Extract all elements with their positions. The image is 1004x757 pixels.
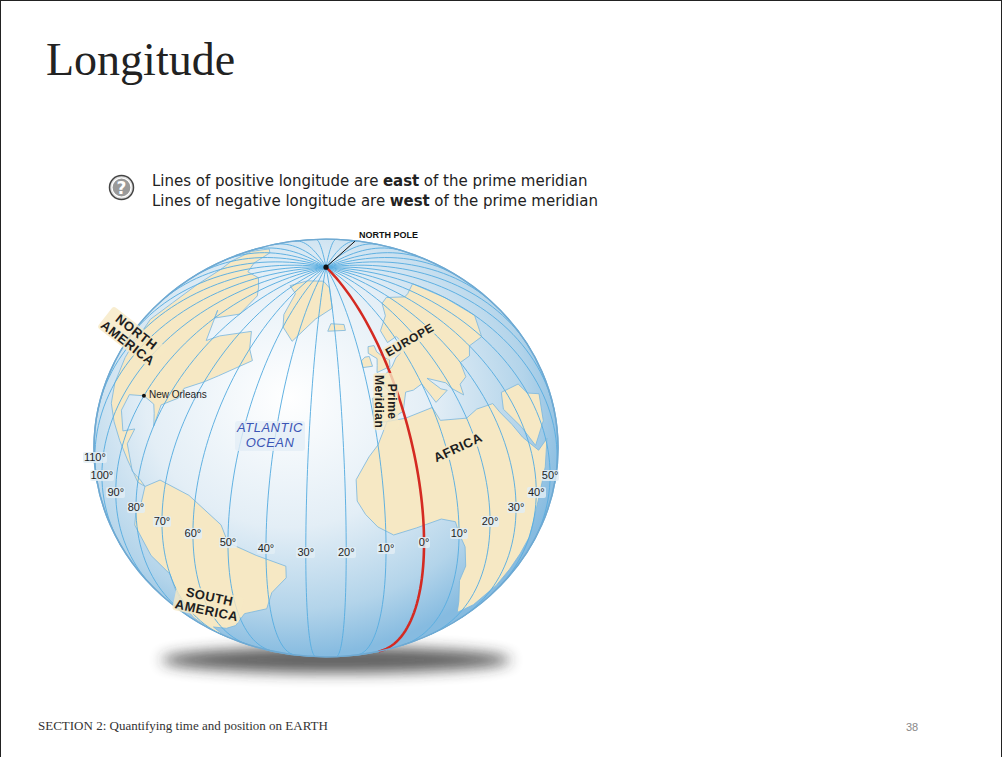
meridian-line <box>326 267 516 618</box>
meridian-line <box>228 267 326 651</box>
ocean-label: ATLANTIC OCEAN <box>235 421 305 451</box>
note-text: of the prime meridian <box>424 172 588 190</box>
icon-outline <box>110 176 134 200</box>
degree-label: 20° <box>481 516 500 527</box>
degree-label: 10° <box>450 528 469 539</box>
degree-label: 50° <box>541 470 560 481</box>
pole-label: NORTH POLE <box>359 231 418 240</box>
note-text: east <box>383 172 419 190</box>
page-number: 38 <box>906 722 918 733</box>
meridian-line <box>306 267 326 656</box>
degree-label: 30° <box>296 547 315 558</box>
globe <box>94 239 558 657</box>
globe-rim <box>94 239 558 657</box>
note-line: Lines of negative longitude are westof th… <box>152 192 602 210</box>
question-icon: ? <box>108 174 135 201</box>
leader-line <box>326 241 355 267</box>
degree-label: 110° <box>83 452 107 463</box>
degree-label: 50° <box>219 537 238 548</box>
meridian-line <box>136 267 326 618</box>
meridian-line <box>266 267 326 655</box>
globe-ocean <box>94 239 558 657</box>
degree-label: 10° <box>377 543 396 554</box>
degree-label: 90° <box>106 487 125 498</box>
meridian-label: Prime Meridian <box>373 373 398 430</box>
meridian-line <box>326 267 346 656</box>
section-footer: SECTION 2: Quantifying time and position… <box>38 719 328 732</box>
meridian-line <box>102 267 326 546</box>
continent-shape <box>501 384 543 445</box>
degree-label: 40° <box>257 543 276 554</box>
meridian-line <box>326 258 461 279</box>
continent-shape <box>135 480 286 637</box>
note-line: Lines of positive longitude are east of th… <box>152 172 592 190</box>
meridian-line <box>95 267 326 484</box>
prime-meridian-line <box>326 267 424 651</box>
note-text: of the prime meridian <box>434 192 598 210</box>
continent-shape <box>328 324 346 331</box>
degree-label: 80° <box>127 502 146 513</box>
icon-symbol: ? <box>117 178 127 198</box>
note-text: Lines of positive longitude are <box>152 172 378 190</box>
continent-label: AFRICA <box>430 430 487 466</box>
continent-shape <box>283 281 332 341</box>
icon-inner <box>112 178 131 197</box>
note-text: Lines of negative longitude are <box>152 192 385 210</box>
degree-label: 60° <box>184 528 203 539</box>
meridian-line <box>326 267 555 412</box>
continent-label: SOUTH AMERICA <box>172 584 244 625</box>
degree-label: 100° <box>90 470 115 481</box>
continent-label: NORTH AMERICA <box>97 306 168 369</box>
meridian-line <box>295 241 326 267</box>
note-text: west <box>390 192 430 210</box>
degree-label: 20° <box>337 547 356 558</box>
degree-label: 30° <box>507 502 526 513</box>
meridian-line <box>326 241 357 267</box>
continent-label: EUROPE <box>382 320 438 360</box>
meridian-line <box>326 267 386 655</box>
meridian-line <box>162 267 326 635</box>
meridian-line <box>316 239 326 267</box>
city-dot <box>142 394 146 398</box>
degree-label: 70° <box>153 516 172 527</box>
meridian-line <box>326 267 490 635</box>
slide-title: Longitude <box>46 37 235 83</box>
degree-label: 40° <box>527 487 546 498</box>
city-label: New Orleans <box>149 390 207 400</box>
degree-label: 0° <box>418 537 431 548</box>
meridian-line <box>326 267 557 484</box>
